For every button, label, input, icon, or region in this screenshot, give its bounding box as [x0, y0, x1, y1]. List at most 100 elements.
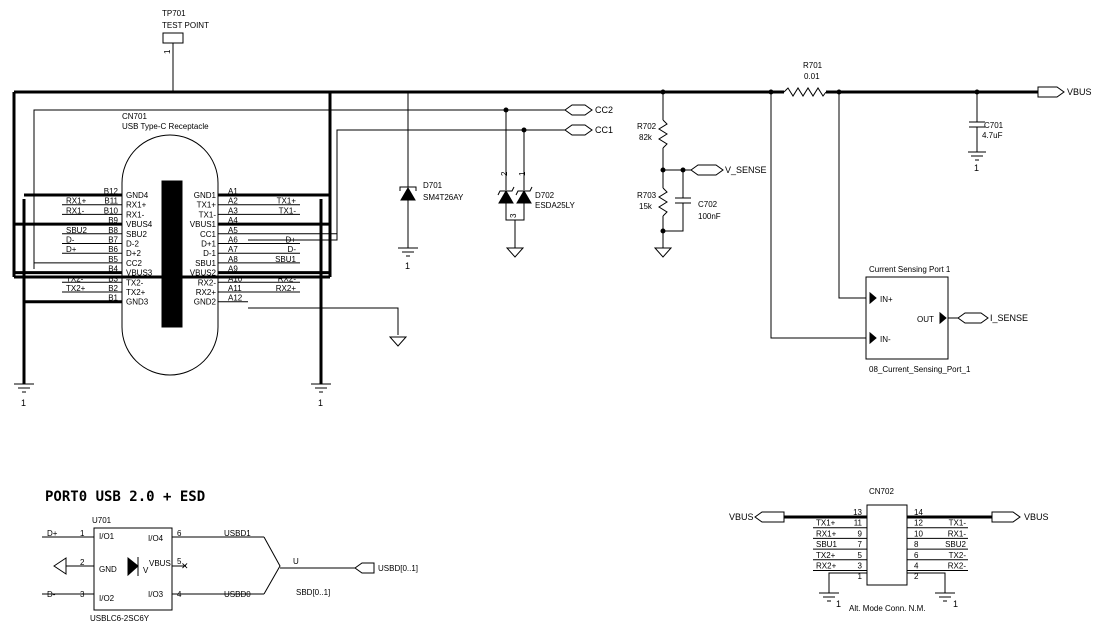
c701-ref: C701: [984, 121, 1004, 130]
u701-pin4: 4: [177, 590, 182, 599]
cc1-port: CC1: [564, 124, 613, 136]
cc2-port: CC2: [564, 104, 613, 116]
pin-number: A2: [228, 197, 238, 206]
pin-number: A8: [228, 255, 238, 264]
voltage-divider: V_SENSE R702 82k R703 15k C702 100nF: [637, 89, 767, 258]
pin-function: GND2: [194, 298, 217, 307]
pin-function: RX1+: [126, 201, 147, 210]
sense-in-minus: IN-: [880, 335, 891, 344]
pin-number: B2: [108, 284, 118, 293]
pin-number: B4: [108, 265, 118, 274]
pin-number: A11: [228, 284, 242, 293]
gnd-label: 1: [21, 398, 26, 408]
pin-number: A10: [228, 274, 243, 283]
c702-ref: C702: [698, 200, 718, 209]
pin-number: 6: [914, 551, 919, 560]
net-label: RX2-: [948, 562, 967, 571]
u701-io1: I/O1: [99, 532, 115, 541]
r701-value: 0.01: [804, 72, 820, 81]
ground-triangle: [388, 336, 408, 347]
pin-number: A12: [228, 294, 243, 303]
nc-mark: ✕: [181, 561, 189, 571]
cn702-vbus-right: VBUS: [1024, 512, 1049, 522]
ground-symbol: 1: [14, 383, 34, 408]
u701-part: USBLC6-2SC6Y: [90, 614, 150, 623]
esd-ic-u701: U701 USBLC6-2SC6Y ✕ D+ D- 1 2 3 6 5 4 I/…: [42, 516, 418, 623]
pin-function: VBUS3: [126, 269, 153, 278]
ground-symbol: 1: [311, 383, 331, 408]
pin-function: RX1-: [126, 210, 145, 219]
pin-function: TX2-: [126, 278, 144, 287]
pin-number: B3: [108, 274, 118, 283]
cc1-label: CC1: [595, 125, 613, 135]
pin-number: 4: [914, 562, 919, 571]
pin-function: GND3: [126, 298, 149, 307]
u701-pin6: 6: [177, 529, 182, 538]
pin-number: B7: [108, 236, 118, 245]
sense-sheet-name: 08_Current_Sensing_Port_1: [869, 365, 971, 374]
u701-pin1: 1: [80, 529, 85, 538]
vbus-label: VBUS: [1067, 87, 1092, 97]
net-label: RX1+: [66, 197, 87, 206]
pin-function: TX2+: [126, 288, 146, 297]
sense-out: OUT: [917, 315, 934, 324]
net-u: U: [293, 557, 299, 566]
net-label: D-: [288, 245, 297, 254]
net-label: RX2+: [276, 284, 297, 293]
pin-number: 5: [858, 551, 863, 560]
pin-function: D-1: [203, 249, 216, 258]
pin-function: D-2: [126, 240, 139, 249]
right-pin-column: A1GND1A2TX1+TX1+A3TX1-TX1-A4VBUS1A5CC1A6…: [190, 187, 337, 307]
pin-function: RX2-: [198, 278, 217, 287]
pin-function: CC1: [200, 230, 217, 239]
esd-diode-d702: 2 1 3 D702 ESDA25LY: [497, 107, 576, 258]
u701-pin3: 3: [80, 590, 85, 599]
i-sense-label: I_SENSE: [990, 313, 1028, 323]
cc1-wire: [248, 129, 565, 241]
tp701-pin: 1: [163, 49, 172, 54]
pin-number: B12: [104, 187, 119, 196]
d702-pin-1: 1: [518, 171, 527, 176]
pin-number: 2: [914, 572, 919, 581]
cn702-ref: CN702: [869, 487, 894, 496]
net-dp: D+: [47, 529, 58, 538]
shunt-resistor-r701: R701 0.01: [768, 61, 1038, 97]
u701-io2: I/O2: [99, 594, 115, 603]
pin-function: D+2: [126, 249, 141, 258]
net-label: TX2+: [816, 551, 836, 560]
capacitor-c701: 1 C701 4.7uF: [968, 89, 1004, 173]
r703-value: 15k: [639, 202, 653, 211]
net-label: SBU1: [816, 540, 837, 549]
pin-number: 8: [914, 540, 919, 549]
pin-number: A5: [228, 226, 238, 235]
pin-number: 9: [858, 529, 863, 538]
pin-number: B8: [108, 226, 118, 235]
net-label: SBU2: [66, 226, 87, 235]
pin-function: TX1+: [197, 201, 217, 210]
pin-number: 1: [858, 572, 863, 581]
cn702-vbus-left: VBUS: [729, 512, 754, 522]
gnd-wire-a12: [248, 307, 399, 335]
pin-number: B11: [104, 197, 118, 206]
cc2-label: CC2: [595, 105, 613, 115]
pin-function: VBUS1: [190, 220, 217, 229]
net-label: RX1-: [66, 206, 85, 215]
pin-function: VBUS4: [126, 220, 153, 229]
bus-label: SBD[0..1]: [296, 588, 330, 597]
gnd-label: 1: [405, 261, 410, 271]
pin-function: RX2+: [196, 288, 217, 297]
cn701-ref: CN701: [122, 112, 147, 121]
pin-number: A9: [228, 265, 238, 274]
pin-number: 10: [914, 529, 923, 538]
u701-io3: I/O3: [148, 590, 164, 599]
cn702-desc: Alt. Mode Conn. N.M.: [849, 604, 925, 613]
gnd-label: 1: [974, 163, 979, 173]
net-label: RX1-: [948, 529, 967, 538]
pin-number: 12: [914, 519, 923, 528]
u701-vbus: VBUS: [149, 559, 171, 568]
cn701-desc: USB Type-C Receptacle: [122, 122, 209, 131]
d702-ref: D702: [535, 191, 555, 200]
tp701-ref: TP701: [162, 9, 186, 18]
